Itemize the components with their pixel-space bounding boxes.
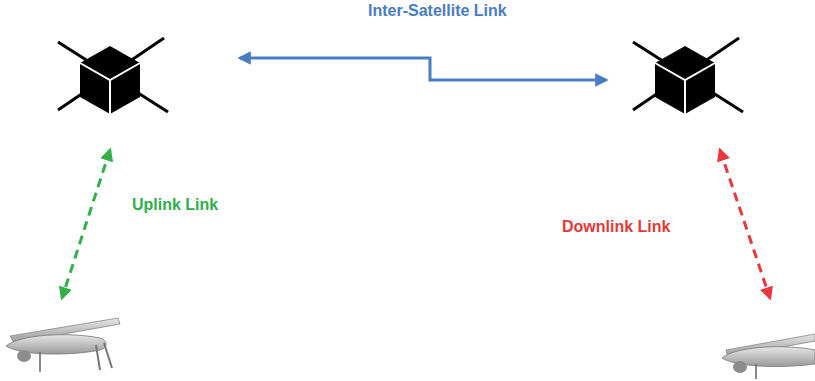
drone-gear — [39, 352, 41, 372]
satellite-icon — [633, 38, 743, 114]
satellite-icon — [58, 38, 168, 114]
drone-gear — [755, 364, 757, 379]
drone-tail — [96, 345, 100, 370]
cube-edge — [109, 80, 111, 114]
uplink-arrow — [62, 150, 110, 298]
cube-edge — [684, 80, 686, 114]
link-label: Downlink Link — [562, 218, 670, 236]
downlink-arrow — [720, 150, 770, 298]
link-label: Uplink Link — [132, 196, 218, 214]
inter-satellite-arrow — [240, 58, 606, 80]
drone-camera — [17, 350, 31, 362]
cube-edge — [80, 63, 140, 80]
satellite-body — [655, 46, 715, 114]
drone-icon — [6, 318, 120, 372]
link-label: Inter-Satellite Link — [368, 2, 507, 20]
satellite-body — [80, 46, 140, 114]
drone-icon — [722, 334, 815, 379]
cube-edge — [655, 63, 715, 80]
drone-tail — [104, 343, 112, 368]
drone-camera — [733, 361, 747, 373]
